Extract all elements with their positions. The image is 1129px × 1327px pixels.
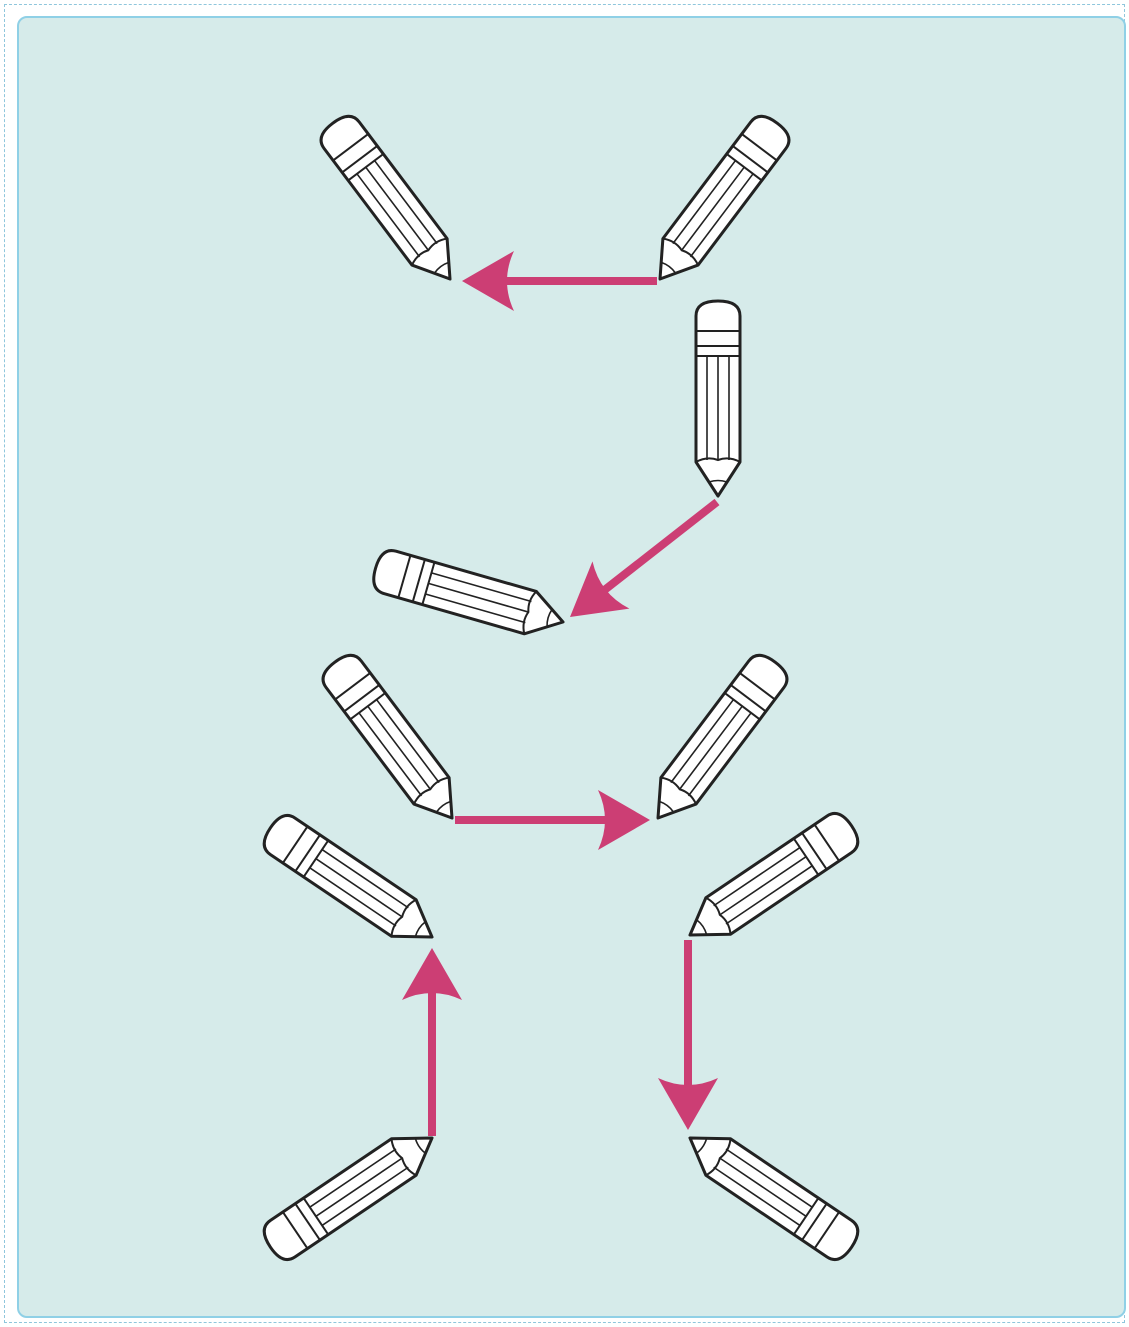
arrow-icon	[455, 790, 650, 850]
arrow-icon	[658, 940, 718, 1130]
diagram-panel	[17, 16, 1126, 1318]
arrow-icon	[402, 948, 462, 1136]
arrow-icon	[462, 251, 657, 311]
arrows-layer	[402, 251, 720, 1136]
arrow-icon	[570, 498, 720, 617]
